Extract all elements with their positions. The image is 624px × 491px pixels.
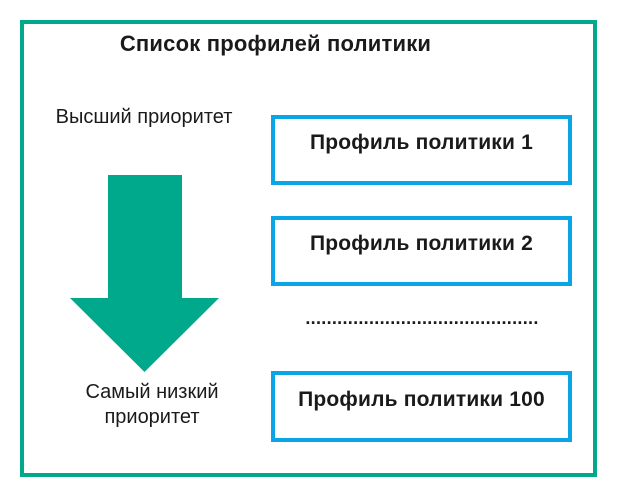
policy-profile-box-2: Профиль политики 2: [271, 216, 572, 286]
lowest-priority-label: Самый низкий приоритет: [85, 381, 219, 428]
policy-profile-box-1: Профиль политики 1: [271, 115, 572, 185]
diagram-title: Список профилей политики: [119, 31, 432, 56]
highest-priority-label: Высший приоритет: [55, 106, 233, 128]
ellipsis-dots: ........................................…: [305, 308, 539, 328]
priority-down-arrow-icon: [70, 175, 219, 372]
policy-profile-box-100: Профиль политики 100: [271, 371, 572, 442]
